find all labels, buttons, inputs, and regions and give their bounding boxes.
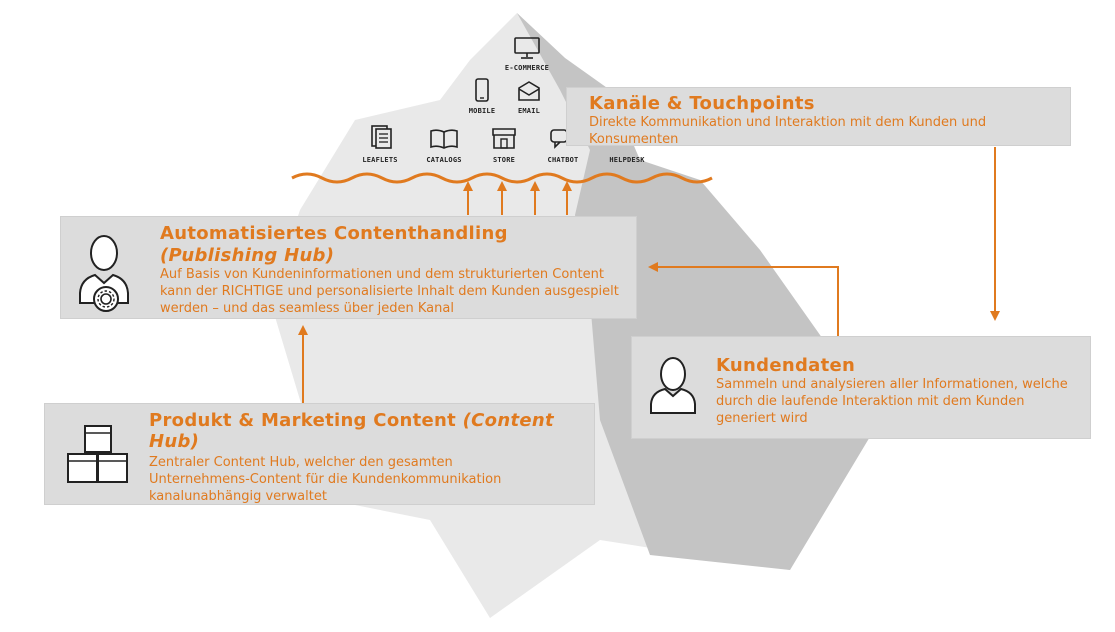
water-line — [291, 172, 713, 184]
channels-title: Kanäle & Touchpoints — [589, 93, 815, 114]
channel-label-helpdesk: HELPDESK — [609, 156, 645, 164]
channels-box: Kanäle & Touchpoints Direkte Kommunikati… — [566, 87, 1071, 147]
channel-label-leaflets: LEAFLETS — [362, 156, 398, 164]
channel-label-catalogs: CATALOGS — [426, 156, 462, 164]
monitor-icon — [514, 37, 540, 59]
user-gear-icon — [79, 235, 129, 312]
customer-data-description: Sammeln und analysieren aller Informatio… — [716, 377, 1068, 426]
content-hub-description: Zentraler Content Hub, welcher den gesam… — [149, 455, 502, 504]
channel-label-ecommerce: E-COMMERCE — [504, 64, 550, 72]
publishing-hub-description: Auf Basis von Kundeninformationen und de… — [160, 267, 619, 316]
customer-data-title: Kundendaten — [716, 355, 856, 376]
publishing-hub-subtitle: (Publishing Hub) — [160, 245, 335, 266]
envelope-icon — [518, 81, 540, 101]
book-icon — [430, 129, 458, 149]
channel-label-email: EMAIL — [517, 107, 541, 115]
content-hub-subtitle: (Content Hub) — [149, 410, 554, 452]
customer-data-box: Kundendaten Sammeln und analysieren alle… — [631, 336, 1091, 439]
smartphone-icon — [475, 78, 489, 102]
channel-label-mobile: MOBILE — [468, 107, 496, 115]
leaflet-icon — [371, 125, 392, 149]
boxes-icon — [67, 425, 128, 483]
arrow-customerdata-to-publishing — [648, 262, 839, 336]
content-hub-box: Produkt & Marketing Content (Content Hub… — [44, 403, 595, 505]
store-icon — [492, 128, 516, 149]
channel-label-chatbot: CHATBOT — [547, 156, 579, 164]
user-icon — [650, 357, 696, 414]
content-hub-title: Produkt & Marketing Content — [149, 410, 457, 431]
publishing-hub-box: Automatisiertes Contenthandling (Publish… — [60, 216, 637, 319]
publishing-hub-title: Automatisiertes Contenthandling — [160, 223, 508, 244]
channel-label-store: STORE — [492, 156, 516, 164]
channels-description: Direkte Kommunikation und Interaktion mi… — [589, 115, 987, 147]
content-hub-heading: Produkt & Marketing Content (Content Hub… — [149, 410, 579, 452]
